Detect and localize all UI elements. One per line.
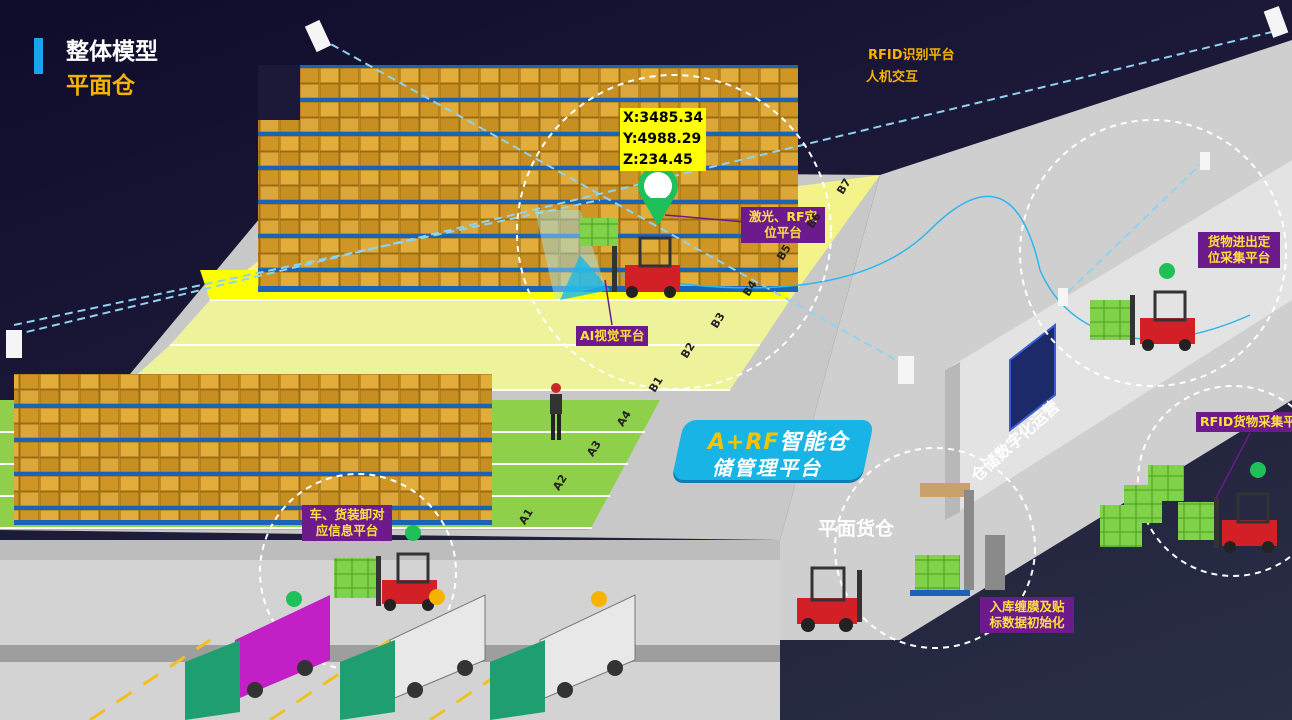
truck-icon <box>340 594 486 720</box>
rfid-reader-icon <box>6 330 22 358</box>
banner-line-2: 储管理平台 <box>712 456 822 480</box>
worker-icon <box>550 383 562 440</box>
title-accent-bar <box>34 38 43 74</box>
wrap-label-platform-label: 入库缠膜及贴标数据初始化 <box>980 597 1074 633</box>
forklift-icon <box>797 566 862 632</box>
coordinate-readout: X:3485.34 Y:4988.29 Z:234.45 <box>620 108 707 171</box>
location-pin-icon <box>429 589 445 605</box>
coverage-circle <box>259 473 457 671</box>
forklift-icon <box>1178 492 1277 553</box>
page-subtitle: 平面仓 <box>66 73 135 99</box>
laser-rf-platform-label: 激光、RF定位平台 <box>741 207 825 243</box>
rfid-reader-icon <box>898 356 914 384</box>
rack-rear <box>258 65 798 290</box>
coverage-circle <box>1137 385 1292 577</box>
coordinate-x: X:3485.34 <box>620 108 707 129</box>
banner-line-1: A+RF智能仓 <box>708 424 848 456</box>
location-pin-icon <box>405 525 421 541</box>
location-pin-icon <box>286 591 302 607</box>
wrapping-machine-icon <box>910 483 1005 596</box>
rfid-reader-icon <box>1058 288 1068 306</box>
coverage-circle <box>516 74 832 390</box>
forklift-icon <box>1090 290 1195 351</box>
ai-vision-platform-label: AI视觉平台 <box>576 326 649 346</box>
hmi-note: 人机交互 <box>866 70 919 85</box>
rfid-platform-note: RFID识别平台 <box>868 48 955 63</box>
forklift-icon <box>334 552 437 611</box>
truck-icon <box>490 594 636 720</box>
coordinate-z: Z:234.45 <box>620 150 707 171</box>
forklift-icon <box>580 218 680 298</box>
page-title: 整体模型 <box>66 39 158 65</box>
truck-icon <box>185 595 330 720</box>
coordinate-y: Y:4988.29 <box>620 129 707 150</box>
rfid-reader-icon <box>1200 152 1210 170</box>
rfid-reader-icon <box>304 19 332 53</box>
coverage-circle <box>1019 119 1287 387</box>
wall-screen <box>1009 322 1056 433</box>
floor-label: 平面货仓 <box>818 518 895 540</box>
rfid-reader-icon <box>1263 6 1289 38</box>
rack-front <box>14 374 492 524</box>
location-pin-icon <box>591 591 607 607</box>
location-pin-icon <box>1250 462 1266 478</box>
vehicle-unload-platform-label: 车、货装卸对应信息平台 <box>302 505 392 541</box>
banner-line-1-text: 智能仓 <box>779 430 849 455</box>
rfid-goods-platform-label: RFID货物采集平 <box>1196 412 1292 432</box>
banner-highlight: A+RF <box>708 430 780 455</box>
coverage-circle <box>834 447 1036 649</box>
location-pin-icon <box>638 166 678 226</box>
location-pin-icon <box>1159 263 1175 279</box>
goods-inout-platform-label: 货物进出定位采集平台 <box>1198 232 1280 268</box>
